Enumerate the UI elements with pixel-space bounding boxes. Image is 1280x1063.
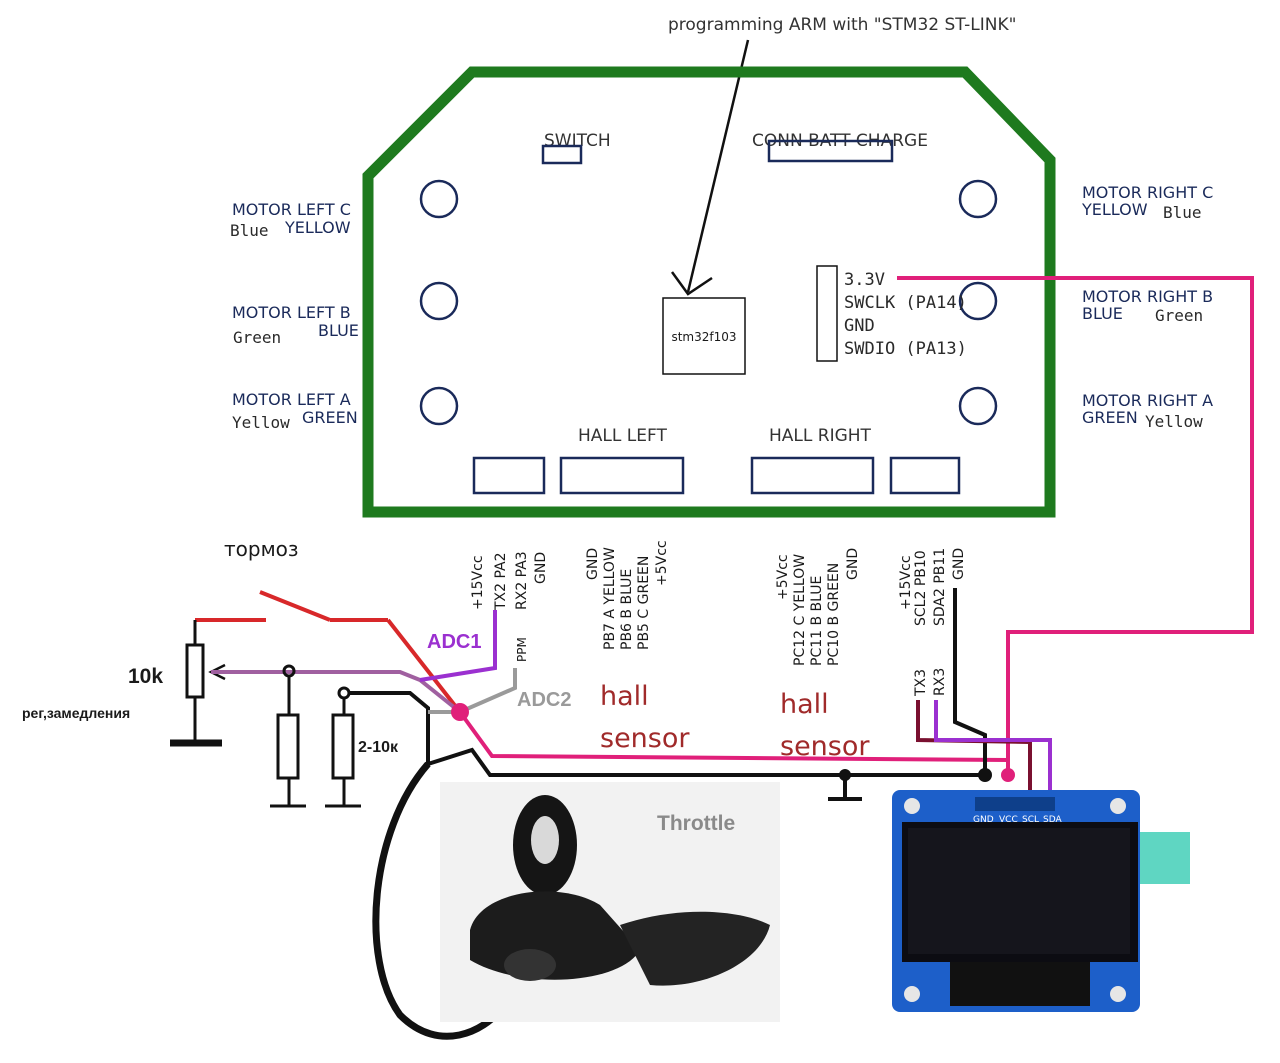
pot-wiper-wire <box>211 670 462 714</box>
left-uart-pins: +15Vcc TX2 PA2 RX2 PA3 GND PPM <box>470 551 549 662</box>
swd-pin-swclk: SWCLK (PA14) <box>844 293 967 313</box>
motor-left-a-color: GREEN <box>302 408 358 427</box>
oled-ribbon <box>1140 832 1190 884</box>
pot-description: рег,замедления <box>22 705 130 721</box>
motor-left-c-name: MOTOR LEFT C <box>232 200 351 219</box>
motor-left-c-color: YELLOW <box>284 218 351 237</box>
svg-text:TX2 PA2: TX2 PA2 <box>493 552 509 611</box>
svg-text:+15Vcc: +15Vcc <box>470 555 486 610</box>
potentiometer <box>170 620 226 747</box>
svg-text:PB7 A YELLOW: PB7 A YELLOW <box>602 547 618 650</box>
top-note: programming ARM with "STM32 ST-LINK" <box>668 15 1016 35</box>
motor-right-c-wire: Blue <box>1163 203 1202 222</box>
motor-left-c-wire: Blue <box>230 221 269 240</box>
motor-left-b-wire: Green <box>233 328 281 347</box>
board-outline <box>362 66 1056 518</box>
svg-text:PC11 B BLUE: PC11 B BLUE <box>809 576 825 666</box>
svg-text:SCL: SCL <box>1022 815 1039 825</box>
pot-value: 10k <box>128 665 163 688</box>
svg-text:GND: GND <box>951 548 967 580</box>
mounting-holes <box>419 179 998 426</box>
motor-left-a-wire: Yellow <box>232 413 290 432</box>
motor-left-b-name: MOTOR LEFT B <box>232 303 351 322</box>
motor-left-b-color: BLUE <box>318 321 359 340</box>
svg-text:GND: GND <box>585 548 601 580</box>
svg-text:+15Vcc: +15Vcc <box>898 555 914 610</box>
power-wire-throttle <box>458 710 1009 762</box>
svg-text:PC12 C YELLOW: PC12 C YELLOW <box>792 554 808 666</box>
oled-module <box>892 790 1190 1012</box>
resistor-value: 2-10к <box>358 739 399 756</box>
gnd-wire <box>427 747 985 777</box>
power-junction <box>451 703 469 721</box>
brake-switch <box>195 590 462 714</box>
hall-left-pins: GND PB7 A YELLOW PB6 B BLUE PB5 C GREEN … <box>585 540 670 650</box>
svg-text:PPM: PPM <box>515 637 529 662</box>
bottom-connectors <box>472 456 961 495</box>
hall-sensor-right-line1: hall <box>780 689 829 720</box>
svg-text:PC10 B GREEN: PC10 B GREEN <box>826 563 842 666</box>
motor-right-b-wire: Green <box>1155 306 1203 325</box>
svg-text:SDA: SDA <box>1043 815 1062 825</box>
svg-text:PB5 C GREEN: PB5 C GREEN <box>636 556 652 650</box>
svg-text:GND: GND <box>973 815 994 825</box>
svg-text:SDA2 PB11: SDA2 PB11 <box>932 548 948 626</box>
hall-left-label: HALL LEFT <box>578 426 667 446</box>
adc1-wire <box>419 610 497 682</box>
hall-right-label: HALL RIGHT <box>769 426 872 446</box>
stm32-chip <box>662 297 746 375</box>
oled-pin-labels: GND VCC SCL SDA <box>973 815 1062 825</box>
motor-right-c-name: MOTOR RIGHT C <box>1082 183 1213 202</box>
pulldown-resistor-2 <box>325 686 361 808</box>
swd-pin-3v3: 3.3V <box>844 270 885 290</box>
oled-pins <box>978 768 1015 782</box>
svg-text:VCC: VCC <box>999 815 1018 825</box>
svg-text:PB6 B BLUE: PB6 B BLUE <box>619 569 635 650</box>
right-i2c-pins: +15Vcc SCL2 PB10 SDA2 PB11 GND TX3 RX3 <box>898 548 967 697</box>
svg-text:GND: GND <box>533 552 549 584</box>
svg-text:+5Vcc: +5Vcc <box>654 540 670 586</box>
motor-right-a-name: MOTOR RIGHT A <box>1082 391 1213 410</box>
swd-pin-swdio: SWDIO (PA13) <box>844 339 967 359</box>
conn-batt-connector <box>767 139 894 163</box>
swd-header <box>816 265 838 362</box>
svg-text:TX3: TX3 <box>913 669 929 697</box>
gnd-wire-board <box>953 588 987 775</box>
motor-right-b-name: MOTOR RIGHT B <box>1082 287 1213 306</box>
svg-text:+5Vcc: +5Vcc <box>775 554 791 600</box>
resistor-gnd-wire <box>349 691 430 764</box>
hall-sensor-left-line2: sensor <box>600 723 690 754</box>
motor-right-a-wire: Yellow <box>1145 412 1203 431</box>
switch-connector <box>541 144 583 165</box>
adc2-wire <box>428 668 517 714</box>
motor-left-a-name: MOTOR LEFT A <box>232 390 351 409</box>
pulldown-resistor-1 <box>270 664 306 808</box>
brake-label: тормоз <box>224 537 299 561</box>
hall-sensor-left-line1: hall <box>600 681 649 712</box>
switch-label: SWITCH <box>544 131 611 151</box>
motor-right-b-color: BLUE <box>1082 304 1123 323</box>
motor-right-a-color: GREEN <box>1082 408 1138 427</box>
svg-text:RX3: RX3 <box>932 668 948 696</box>
throttle-label: Throttle <box>657 812 735 835</box>
motor-right-c-color: YELLOW <box>1081 200 1148 219</box>
svg-text:SCL2 PB10: SCL2 PB10 <box>913 550 929 626</box>
adc2-label: ADC2 <box>517 689 571 711</box>
throttle-cable <box>372 761 503 1040</box>
svg-text:GND: GND <box>845 548 861 580</box>
adc1-label: ADC1 <box>427 631 481 653</box>
programming-arrow <box>670 39 750 296</box>
svg-text:RX2 PA3: RX2 PA3 <box>514 551 530 610</box>
rx3-wire <box>934 700 1052 790</box>
swd-pin-gnd: GND <box>844 316 875 336</box>
chip-label: stm32f103 <box>671 330 736 344</box>
power-3v3-wire <box>897 276 1254 775</box>
throttle-image <box>440 782 780 1022</box>
hall-right-pins: +5Vcc PC12 C YELLOW PC11 B BLUE PC10 B G… <box>775 548 861 666</box>
